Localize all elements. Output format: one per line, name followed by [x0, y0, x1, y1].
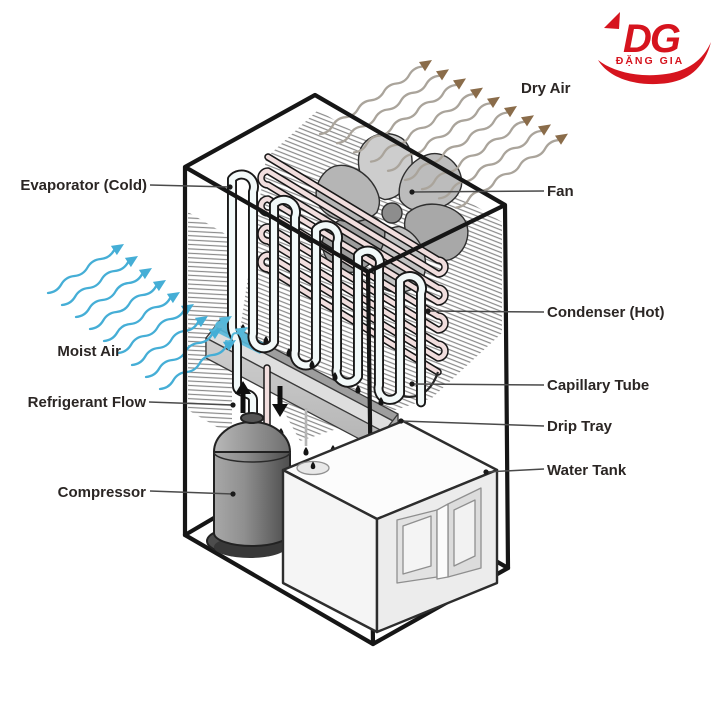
- flow-down-arrow-icon: [272, 386, 288, 417]
- logo-arrow-icon: [604, 12, 626, 34]
- label-dry-air: Dry Air: [521, 80, 571, 97]
- moist-air-arrows: [46, 244, 248, 391]
- leader-dots: [227, 184, 489, 497]
- logo-swoosh: [598, 42, 711, 85]
- evaporator-fins: [188, 212, 232, 436]
- compressor-neck: [240, 412, 264, 424]
- flow-up-arrow-icon: [235, 381, 251, 413]
- label-condenser: Condenser (Hot): [547, 304, 665, 321]
- fan-blades: [306, 130, 478, 296]
- label-moist-air: Moist Air: [57, 343, 121, 360]
- tank-inlet-drop: [310, 461, 316, 470]
- logo-monogram: DG: [623, 17, 680, 61]
- brand-logo: DG ĐẶNG GIA: [598, 12, 711, 85]
- cabinet-frame: [182, 92, 511, 647]
- compressor-body: [206, 412, 294, 558]
- leader-lines: [148, 184, 545, 495]
- label-capillary-tube: Capillary Tube: [547, 377, 649, 394]
- tank-handle-recess: [396, 487, 482, 584]
- label-fan: Fan: [547, 183, 574, 200]
- label-refrigerant-flow: Refrigerant Flow: [28, 394, 147, 411]
- logo-brand-name: ĐẶNG GIA: [616, 54, 685, 67]
- label-drip-tray: Drip Tray: [547, 418, 613, 435]
- label-water-tank: Water Tank: [547, 462, 627, 479]
- dry-air-arrows: [318, 60, 568, 209]
- fan-hub: [381, 202, 403, 224]
- label-compressor: Compressor: [58, 484, 147, 501]
- water-tank-body: [281, 419, 499, 634]
- label-evaporator: Evaporator (Cold): [20, 177, 147, 194]
